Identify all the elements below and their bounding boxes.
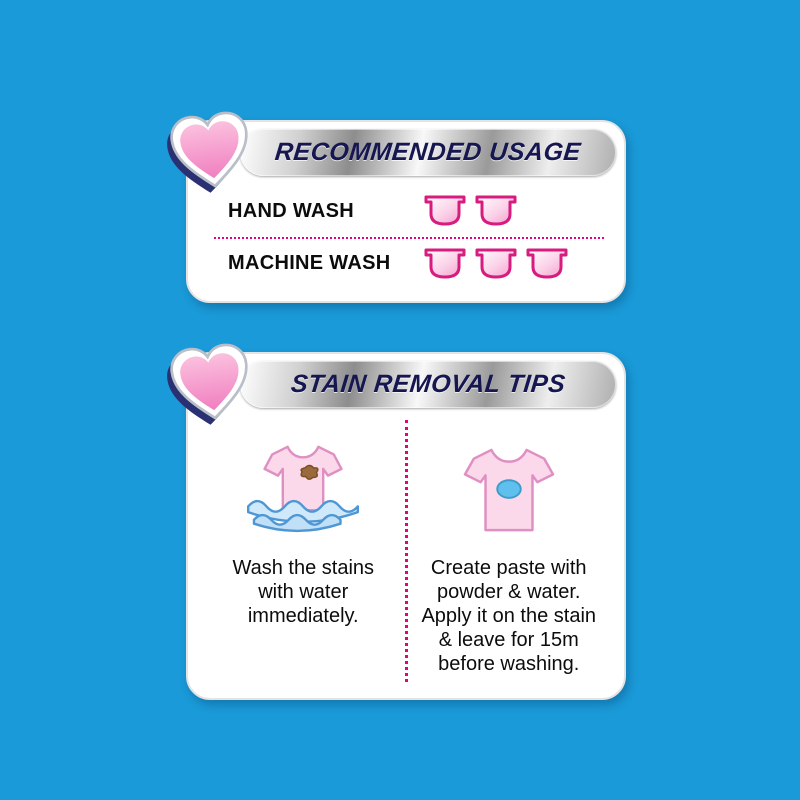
hand-wash-label: HAND WASH [228, 199, 355, 222]
machine-wash-label: MACHINE WASH [228, 252, 391, 275]
scoop-icon [526, 248, 568, 279]
tip-line: powder & water. [437, 581, 581, 603]
shirt-in-water-icon [240, 438, 366, 544]
tip-line: Create paste with [430, 557, 587, 579]
recommended-usage-banner: RECOMMENDED USAGE [240, 129, 616, 176]
heart-icon [162, 106, 260, 204]
tip-line: before washing. [438, 653, 580, 675]
stain-removal-banner: STAIN REMOVAL TIPS [240, 361, 616, 408]
scoop-icon [475, 195, 517, 226]
tip-text: Wash the stains with water immediately. [232, 556, 374, 628]
heart-icon [162, 338, 260, 436]
scoop-icon [424, 248, 466, 279]
tip-wash-with-water: Wash the stains with water immediately. [204, 416, 403, 686]
machine-wash-scoops [424, 247, 568, 281]
panel-title: STAIN REMOVAL TIPS [289, 370, 567, 398]
usage-rows: HAND WASH MACHINE WASH [212, 186, 606, 289]
tip-line: Apply it on the stain [421, 605, 597, 627]
tip-line: & leave for 15m [438, 629, 579, 651]
hand-wash-row: HAND WASH [212, 186, 606, 237]
machine-wash-row: MACHINE WASH [212, 239, 606, 290]
dotted-divider-vertical [404, 420, 408, 682]
scoop-icon [475, 248, 517, 279]
dotted-divider [214, 236, 604, 239]
tip-line: Wash the stains [232, 557, 375, 579]
tip-text: Create paste with powder & water. Apply … [421, 556, 596, 676]
stain-removal-panel: STAIN REMOVAL TIPS Wash the stains [167, 343, 626, 700]
panel-title: RECOMMENDED USAGE [273, 138, 583, 166]
tip-line: immediately. [247, 605, 359, 627]
recommended-usage-panel: RECOMMENDED USAGE HAND WASH MACHINE WASH [167, 111, 626, 303]
tip-line: with water [258, 581, 349, 603]
stained-shirt-icon [462, 438, 556, 544]
hand-wash-scoops [424, 194, 517, 228]
tip-paste-on-stain: Create paste with powder & water. Apply … [410, 416, 609, 686]
scoop-icon [424, 195, 466, 226]
tips-columns: Wash the stains with water immediately. … [204, 416, 608, 686]
